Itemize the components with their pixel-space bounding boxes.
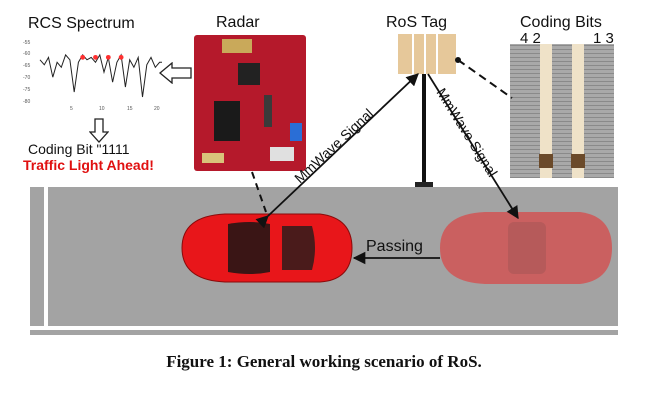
rcs-peak-marker [93, 54, 98, 60]
mmwave-signal-label-left: MmWave Signal [291, 105, 376, 186]
y-tick-label: -60 [23, 51, 30, 57]
mmwave-signal-label-right: MmWave Signal [433, 85, 500, 179]
ghost-car [440, 212, 612, 284]
coding-bit-result: Coding Bit "1111 [28, 141, 130, 157]
coding-bits-image [510, 44, 614, 178]
bits-right-label: 1 3 [593, 30, 614, 47]
y-tick-label: -80 [23, 99, 30, 105]
rcs-series-line [39, 53, 162, 98]
lane-edge-left [44, 187, 48, 326]
radar-chip [238, 63, 260, 85]
left-arrow-icon [158, 62, 192, 84]
y-tick-label: -75 [23, 87, 30, 93]
radar-label: Radar [216, 14, 260, 31]
tag-pole [422, 74, 426, 184]
radar-processor [214, 101, 240, 141]
figure-caption: Figure 1: General working scenario of Ro… [166, 352, 482, 371]
rcs-spectrum-chart: -55 -60 -65 -70 -75 -80 5 10 15 20 [23, 40, 162, 112]
coding-bits-label: Coding Bits [520, 14, 602, 31]
x-tick-label: 5 [70, 106, 73, 112]
mmwave-signal-arrow-left [255, 73, 419, 229]
lane-line-bottom [30, 326, 618, 330]
radar-antenna [222, 39, 252, 53]
passing-label: Passing [366, 238, 423, 255]
x-tick-label: 15 [127, 106, 133, 112]
x-tick-label: 20 [154, 106, 160, 112]
rcs-peak-marker [105, 54, 111, 60]
ros-tag-label: RoS Tag [386, 14, 448, 31]
y-tick-label: -55 [23, 40, 30, 46]
rcs-peak-marker [118, 54, 124, 60]
bits-left-label: 4 2 [520, 30, 541, 47]
rcs-spectrum-title: RCS Spectrum [28, 15, 135, 32]
y-tick-label: -70 [23, 75, 30, 81]
y-tick-label: -65 [23, 63, 30, 69]
zoom-dashed-line [457, 59, 513, 99]
radar-dashed-line [251, 171, 267, 213]
mmwave-signal-arrow-right [427, 73, 519, 220]
x-tick-label: 10 [99, 106, 105, 112]
car [181, 213, 353, 283]
ros-tag-image [398, 34, 456, 74]
rcs-peak-marker [80, 54, 86, 60]
traffic-light-ahead-text: Traffic Light Ahead! [23, 157, 154, 173]
down-arrow-icon [89, 118, 109, 143]
